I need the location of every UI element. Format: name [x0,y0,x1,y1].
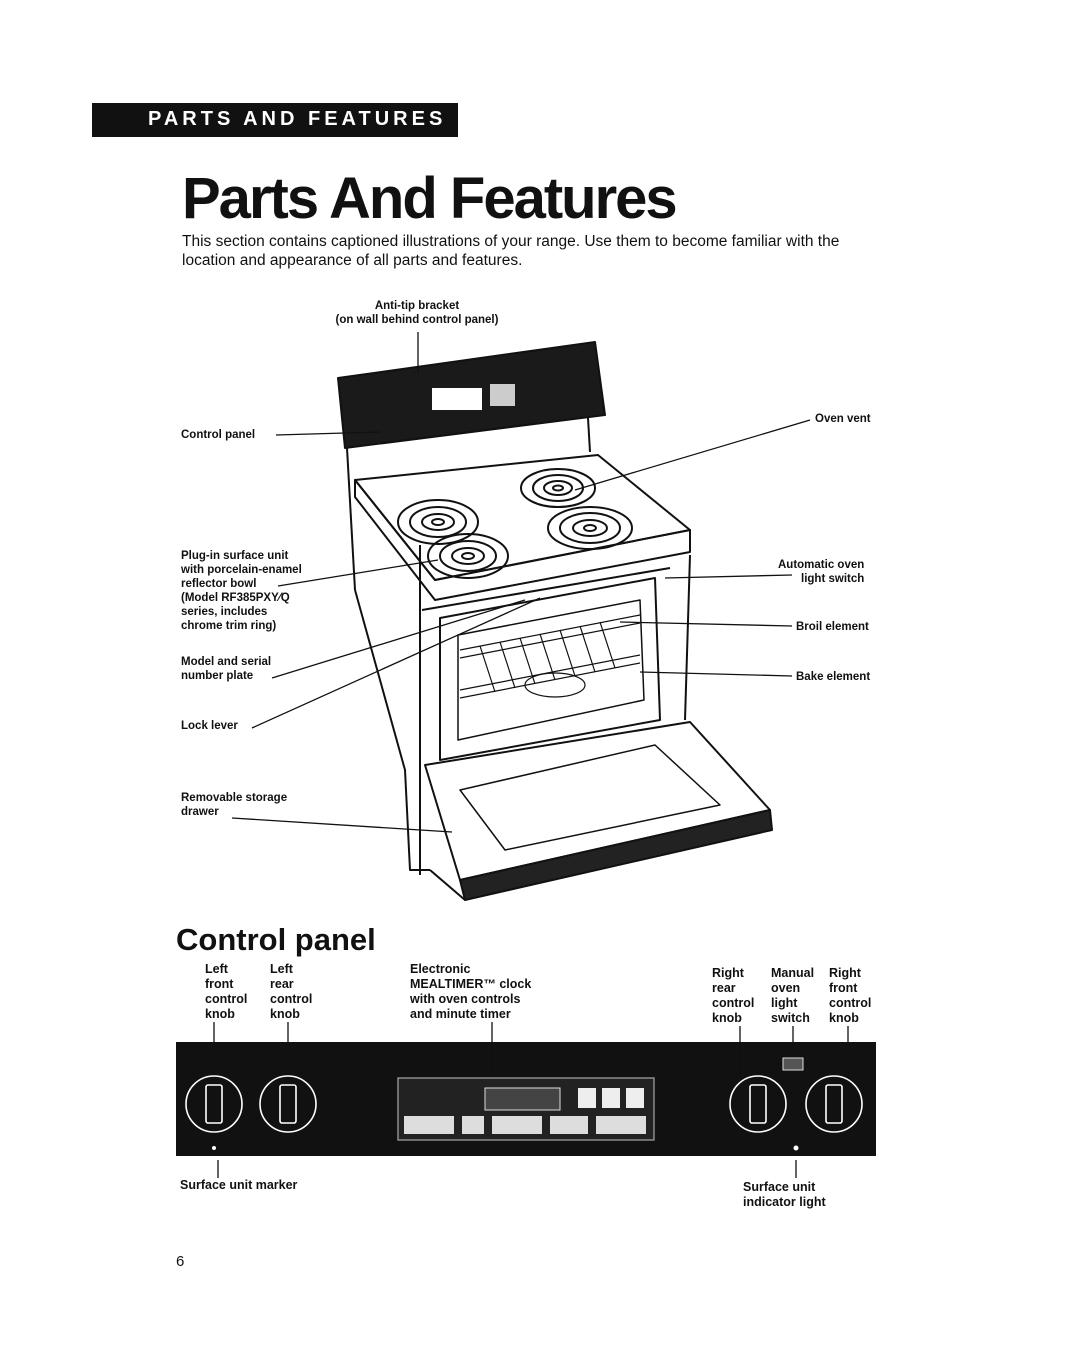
clock-button-1 [578,1088,596,1108]
clock-led-display [484,1087,561,1111]
backguard-right-post [587,417,591,453]
range-right-side [684,554,691,721]
label-right-rear-knob: Right rear control knob [712,966,755,1025]
right-front-knob-grip [825,1084,843,1124]
right-rear-knob-grip [749,1084,767,1124]
label-bake-element: Bake element [796,671,871,683]
oven-inner-wall [457,599,645,741]
oven-door-handle-edge [459,809,773,901]
oven-door-window [459,744,721,851]
label-plugin-surface-unit: Plug-in surface unit with porcelain-enam… [181,550,302,632]
label-right-front-knob: Right front control knob [829,966,872,1025]
label-left-rear-knob: Left rear control knob [270,962,313,1021]
clock-button-2 [602,1088,620,1108]
storage-drawer-edge [429,869,466,901]
clock-keypad [404,1116,646,1134]
label-broil-element: Broil element [796,621,869,633]
right-front-knob [805,1075,863,1133]
left-front-knob [185,1075,243,1133]
manual-light-switch [782,1057,804,1071]
intro-paragraph: This section contains captioned illustra… [182,233,840,269]
oven-top-trim [421,567,671,611]
leader-model-plate [271,599,526,679]
control-panel-heading: Control panel [176,922,376,957]
label-control-panel: Control panel [181,429,256,441]
clock-button-3 [626,1088,644,1108]
leader-oven-vent [574,419,811,491]
label-lock-lever: Lock lever [181,720,238,732]
label-clock: Electronic MEALTIMER™ clock with oven co… [410,962,532,1021]
clock-display [432,388,482,410]
oven-racks [459,614,641,699]
label-model-serial-plate: Model and serial number plate [181,656,272,682]
label-indicator-light: Surface unit indicator light [743,1180,826,1209]
surface-unit-marker-dot [212,1146,216,1150]
bake-element-loop [524,672,586,698]
page-title: Parts And Features [182,166,678,231]
section-banner: PARTS AND FEATURES [92,103,458,137]
cooktop-edge [354,479,691,601]
left-rear-knob [259,1075,317,1133]
surface-unit-right-front [547,506,633,550]
surface-unit-left-front [427,533,509,579]
control-panel-strip [176,1042,876,1156]
page-number: 6 [176,1253,185,1270]
right-rear-knob [729,1075,787,1133]
section-banner-text: PARTS AND FEATURES [148,108,447,130]
left-front-knob-grip [205,1084,223,1124]
label-anti-tip-bracket: Anti-tip bracket (on wall behind control… [335,300,499,326]
oven-cavity [439,577,661,761]
label-manual-light-switch: Manual oven light switch [771,966,815,1025]
label-left-front-knob: Left front control knob [205,962,248,1021]
left-rear-knob-grip [279,1084,297,1124]
indicator-light-dot [793,1145,799,1151]
label-oven-vent: Oven vent [815,413,871,425]
backguard-left-post [346,447,356,591]
leader-broil [619,621,793,627]
leader-auto-light [664,574,793,579]
leader-storage-drawer [231,817,453,833]
label-surface-unit-marker: Surface unit marker [180,1178,298,1192]
leader-plugin-unit [277,559,439,587]
surface-unit-left-rear [397,499,479,545]
leader-control-panel [275,431,381,436]
leader-lock-lever [251,597,541,729]
leader-bake [639,671,793,677]
label-storage-drawer: Removable storage drawer [181,792,288,818]
label-auto-light-switch: Automatic oven light switch [778,559,865,585]
clock-buttons [490,384,515,406]
